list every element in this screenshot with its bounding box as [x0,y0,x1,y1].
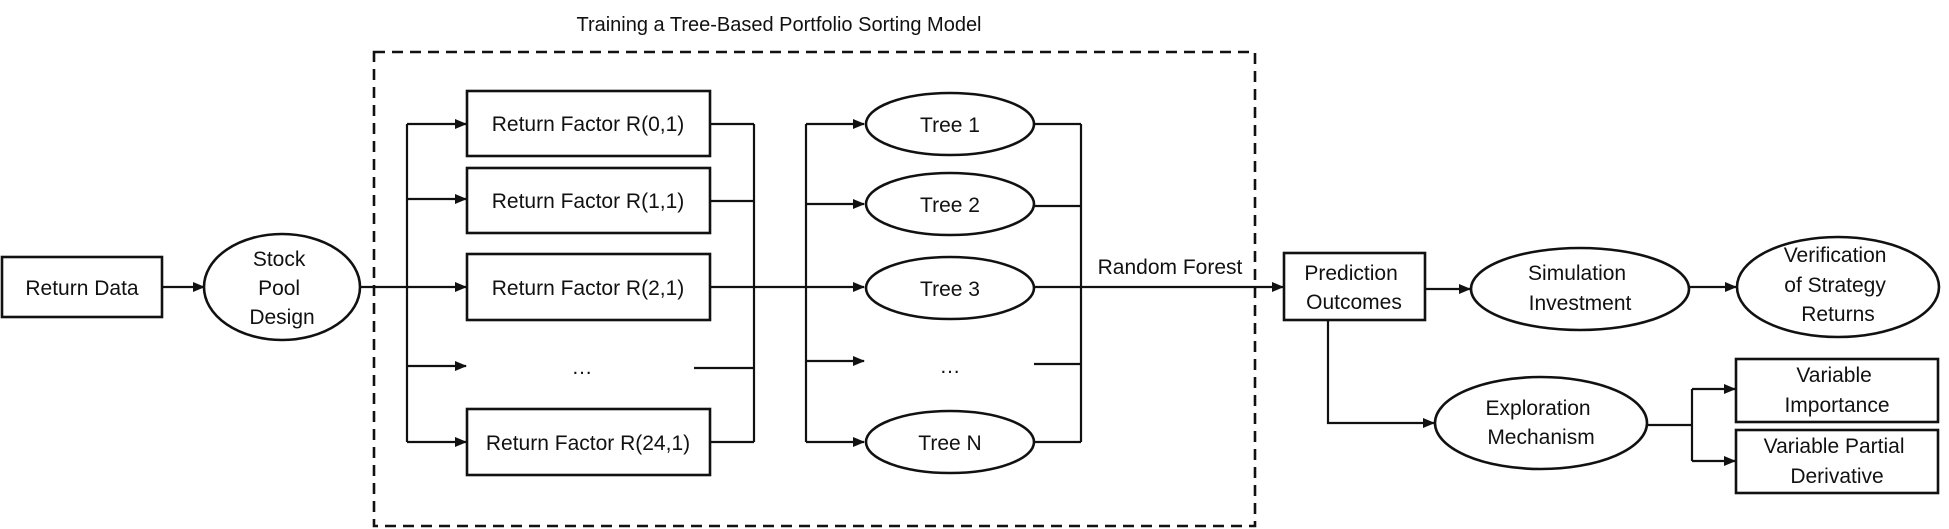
partial-label: Variable Partial Derivative [1764,435,1911,488]
tree-ellipsis: … [940,355,961,378]
prediction-box [1282,251,1427,322]
importance-line-2: Importance [1784,394,1889,417]
partial-line-1: Variable Partial [1764,435,1905,458]
exploration-label: Exploration Mechanism [1486,397,1597,449]
factor-box-24 [465,407,712,477]
factor-label-0: Return Factor R(0,1) [492,113,685,136]
exploration-ellipse [1433,375,1649,471]
exploration-line-2: Mechanism [1487,426,1594,449]
verification-line-3: Returns [1801,303,1875,326]
random-forest-label: Random Forest [1098,256,1243,279]
prediction-label: Prediction Outcomes [1304,262,1403,314]
factor-box-1 [465,166,712,235]
importance-box [1734,357,1940,424]
edge-prediction-to-exploration [1326,320,1435,428]
stock-pool-line-2: Pool [258,277,300,300]
training-region [372,50,1257,528]
importance-label: Variable Importance [1784,364,1889,417]
factor-label-24: Return Factor R(24,1) [486,432,690,455]
exploration-line-1: Exploration [1486,397,1591,420]
factor-label-2: Return Factor R(2,1) [492,277,685,300]
verification-line-2: of Strategy [1784,274,1886,297]
partial-box [1734,428,1940,495]
diagram-title: Training a Tree-Based Portfolio Sorting … [576,14,981,36]
stock-pool-line-1: Stock [253,248,306,271]
return-data-label: Return Data [25,277,139,300]
simulation-ellipse [1469,246,1691,332]
factor-ellipsis: … [572,356,593,379]
stock-pool-line-3: Design [249,306,314,329]
verification-line-1: Verification [1784,244,1887,267]
stock-pool-label: Stock Pool Design [249,248,314,329]
simulation-line-1: Simulation [1528,262,1626,285]
prediction-line-1: Prediction [1304,262,1397,285]
verification-label: Verification of Strategy Returns [1784,244,1893,326]
factor-box-2 [465,252,712,322]
verification-ellipse [1735,235,1941,339]
partial-line-2: Derivative [1790,465,1883,488]
factor-label-1: Return Factor R(1,1) [492,190,685,213]
tree-label-1: Tree 1 [920,114,980,137]
tree-label-2: Tree 2 [920,194,980,217]
prediction-line-2: Outcomes [1306,291,1402,314]
simulation-line-2: Investment [1529,292,1632,315]
tree-ellipse-2 [864,171,1036,237]
tree-label-n: Tree N [918,432,981,455]
importance-line-1: Variable [1796,364,1872,387]
factor-box-0 [465,89,712,158]
simulation-label: Simulation Investment [1528,262,1632,315]
tree-label-3: Tree 3 [920,278,980,301]
